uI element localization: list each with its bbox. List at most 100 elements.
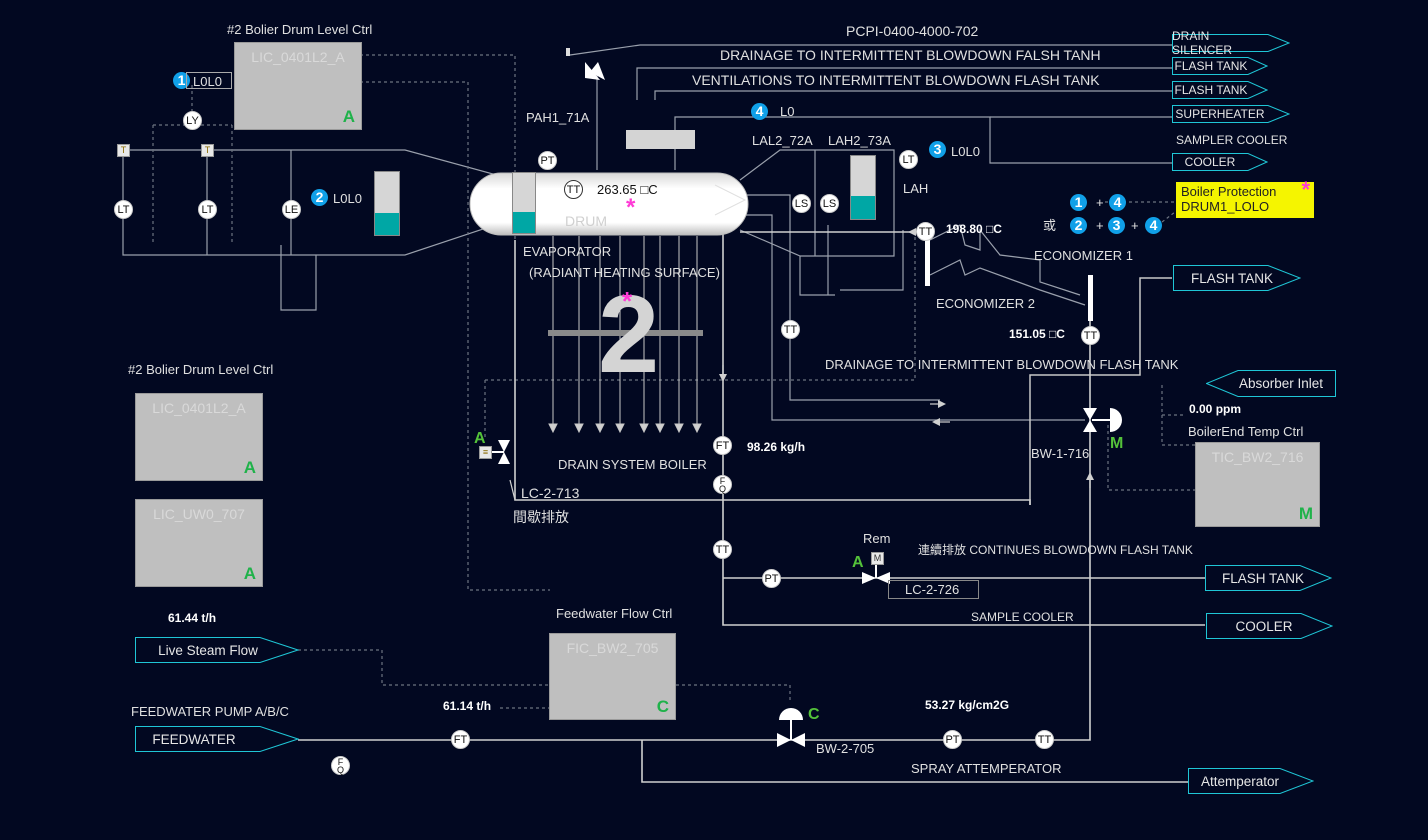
offpage-label: FLASH TANK (1174, 83, 1248, 97)
instrument-fq-feedwater[interactable]: F Q (331, 756, 350, 775)
controller-lic-0401l2-a[interactable]: LIC_0401L2_A A (135, 393, 263, 481)
alarm-star-icon: * (1301, 177, 1310, 202)
controller-mode: A (243, 564, 256, 583)
instrument-ls-1[interactable]: LS (792, 194, 811, 213)
offpage-drain-silencer[interactable]: DRAIN SILENCER (1172, 29, 1290, 57)
feedwater-pump-label: FEEDWATER PUMP A/B/C (131, 704, 289, 719)
sampler-cooler-label: SAMPLER COOLER (1176, 133, 1288, 147)
instrument-lt-2[interactable]: LT (198, 200, 217, 219)
instrument-tt-downcomer[interactable]: TT (781, 320, 800, 339)
alarm-lo-4-label[interactable]: L0 (780, 104, 795, 119)
level-indicator-right (850, 155, 876, 220)
offpage-label: FEEDWATER (152, 731, 236, 747)
radiant-heating-label: (RADIANT HEATING SURFACE) (529, 265, 720, 280)
level-indicator-left (374, 171, 400, 236)
offpage-label: DRAIN SILENCER (1172, 29, 1233, 57)
economizer-2-label: ECONOMIZER 2 (936, 296, 1035, 311)
offpage-flash-tank-continuous[interactable]: FLASH TANK (1205, 565, 1332, 591)
evaporator-label: EVAPORATOR (523, 244, 612, 259)
flow-arrow-icon (655, 423, 665, 434)
boiler-protection-box[interactable]: Boiler Protection DRUM1_LOLO * (1176, 177, 1314, 218)
instrument-tt-eco-in[interactable]: TT (916, 222, 935, 241)
spray-attemperator-label: SPRAY ATTEMPERATOR (911, 761, 1062, 776)
lah-tag-label: LAH2_73A (828, 133, 891, 148)
continuous-blowdown-label: 連續排放 CONTINUES BLOWDOWN FLASH TANK (918, 543, 1193, 557)
instrument-pt-blowdown[interactable]: PT (762, 569, 781, 588)
offpage-cooler-bottom[interactable]: COOLER (1206, 613, 1333, 639)
flow-arrow-icon (548, 423, 558, 434)
instrument-lt-right[interactable]: LT (899, 150, 918, 169)
instrument-fq-drain[interactable]: F Q (713, 475, 732, 494)
offpage-label: FLASH TANK (1221, 570, 1305, 586)
drain-system-label: DRAIN SYSTEM BOILER (558, 457, 707, 472)
spray-pressure-value: 53.27 kg/cm2G (925, 698, 1010, 712)
offpage-live-steam-flow[interactable]: Live Steam Flow (135, 637, 299, 663)
bw-1-716-mode: M (1110, 435, 1124, 452)
alarm-lolo-3-label[interactable]: L0L0 (951, 144, 980, 159)
alarm-badge-4: 4 (751, 103, 768, 120)
instrument-ft-drain[interactable]: FT (713, 436, 732, 455)
manual-actuator-icon[interactable]: M (871, 552, 884, 565)
steam-drum[interactable] (469, 172, 749, 236)
flow-arrow-icon (615, 423, 625, 434)
controller-mode: A (342, 107, 355, 126)
boilerend-controller-title: BoilerEnd Temp Ctrl (1188, 424, 1304, 439)
offpage-label: Attemperator (1200, 773, 1280, 789)
flow-arrow-icon (692, 423, 702, 434)
controller-mode: M (1298, 504, 1313, 523)
offpage-feedwater[interactable]: FEEDWATER (135, 726, 299, 752)
controller-lic-0401l2-a-top[interactable]: LIC_0401L2_A A (234, 42, 362, 130)
offpage-flash-tank-eco[interactable]: FLASH TANK (1173, 265, 1301, 291)
instrument-tap-2[interactable]: T (201, 144, 214, 157)
bw-2-705-mode: C (808, 706, 820, 723)
pipe-code-label: PCPI-0400-4000-702 (846, 23, 979, 39)
instrument-ls-2[interactable]: LS (820, 194, 839, 213)
drainage-bottom-label: DRAINAGE TO INTERMITTENT BLOWDOWN FLASH … (825, 357, 1179, 372)
offpage-label: COOLER (1184, 155, 1236, 169)
offpage-flash-tank-1[interactable]: FLASH TANK (1172, 57, 1268, 75)
absorber-ppm-value: 0.00 ppm (1189, 402, 1242, 416)
offpage-cooler-top[interactable]: COOLER (1172, 153, 1268, 171)
alarm-lolo-2-label[interactable]: L0L0 (333, 191, 362, 206)
bw-1-716-tag[interactable]: BW-1-716 (1031, 446, 1090, 461)
instrument-pt-drum[interactable]: PT (538, 151, 557, 170)
lc-2-726-mode: A (852, 554, 864, 571)
offpage-absorber-inlet[interactable]: Absorber Inlet (1206, 370, 1336, 397)
valve-actuator-icon[interactable]: ≡ (479, 446, 492, 459)
ventilations-line-label: VENTILATIONS TO INTERMITTENT BLOWDOWN FL… (692, 72, 1100, 88)
controller-lic-uw0-707[interactable]: LIC_UW0_707 A (135, 499, 263, 587)
controller-fic-bw2-705[interactable]: FIC_BW2_705 C (549, 633, 676, 720)
offpage-flash-tank-2[interactable]: FLASH TANK (1172, 81, 1268, 99)
evaporator-header (548, 330, 703, 336)
instrument-lt-1[interactable]: LT (114, 200, 133, 219)
top-controller-title: #2 Bolier Drum Level Ctrl (227, 22, 373, 37)
lc-2-713-tag[interactable]: LC-2-713 (521, 485, 580, 501)
instrument-le[interactable]: LE (282, 200, 301, 219)
offpage-superheater[interactable]: SUPERHEATER (1172, 105, 1290, 123)
instrument-tap-1[interactable]: T (117, 144, 130, 157)
instrument-ly[interactable]: LY (183, 111, 202, 130)
logic-badge-4: 4 (1109, 194, 1126, 211)
instrument-tt-eco-out[interactable]: TT (1081, 326, 1100, 345)
level-fill (851, 195, 875, 219)
offpage-attemperator[interactable]: Attemperator (1188, 768, 1314, 794)
instrument-tt-blowdown[interactable]: TT (713, 540, 732, 559)
offpage-label: COOLER (1235, 618, 1293, 634)
instrument-ft-feedwater[interactable]: FT (451, 730, 470, 749)
bw-2-705-tag[interactable]: BW-2-705 (816, 741, 875, 756)
controller-tag: LIC_0401L2_A (251, 49, 345, 65)
lah-label: LAH (903, 181, 929, 196)
flow-arrow-icon (574, 423, 584, 434)
controller-tag: FIC_BW2_705 (566, 640, 659, 656)
alarm-lolo-1-box[interactable]: L0L0 (186, 72, 232, 89)
alarm-badge-2: 2 (311, 189, 328, 206)
drain-flow-value: 98.26 kg/h (747, 440, 806, 454)
controller-tag: TIC_BW2_716 (1211, 449, 1304, 465)
alarm-badge-1: 1 (173, 72, 190, 89)
instrument-tt-spray[interactable]: TT (1035, 730, 1054, 749)
instrument-pt-spray[interactable]: PT (943, 730, 962, 749)
instrument-tt-drum[interactable]: TT (564, 180, 583, 199)
controller-tic-bw2-716[interactable]: TIC_BW2_716 M (1195, 442, 1320, 527)
lc-2-726-tag-box[interactable]: LC-2-726 (888, 580, 979, 599)
